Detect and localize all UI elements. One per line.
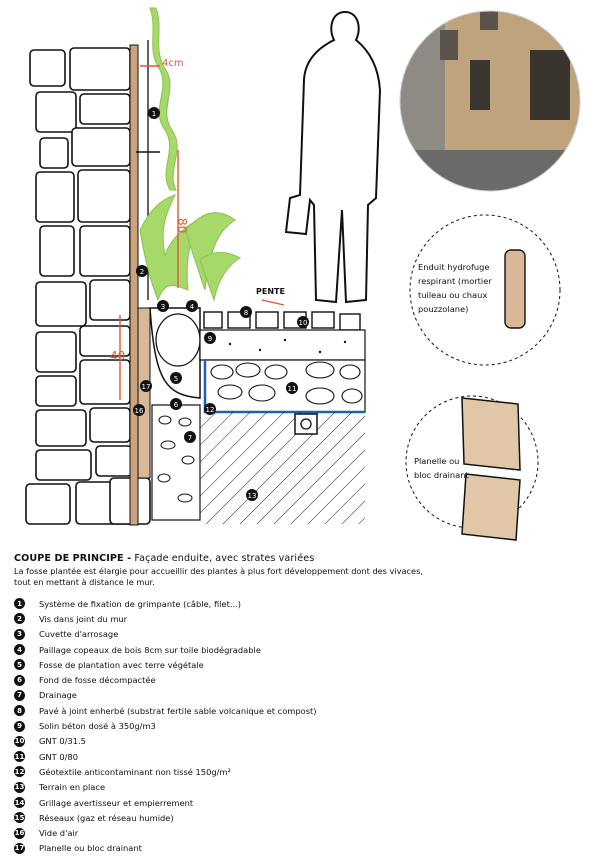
legend-number: 5	[14, 659, 25, 671]
legend-number: 13	[14, 781, 25, 793]
legend-item: 9 Solin béton dosé à 350g/m3	[14, 718, 574, 733]
legend-item: 5 Fosse de plantation avec terre végétale	[14, 657, 574, 672]
legend-number: 7	[14, 689, 25, 701]
render-detail-circle	[409, 214, 561, 366]
caption: COUPE DE PRINCIPE - Façade enduite, avec…	[14, 553, 594, 588]
planelle-block	[461, 397, 521, 471]
drainage-plank	[137, 307, 151, 479]
drainage-block	[461, 473, 521, 541]
legend-number: 6	[14, 674, 25, 686]
render-detail-text: Enduit hydrofuge respirant (mortier tuil…	[418, 262, 492, 314]
native-soil	[200, 412, 365, 524]
legend-text: Vis dans joint du mur	[39, 613, 128, 624]
legend-item: 14 Grillage avertisseur et empierrement	[14, 795, 574, 810]
legend-number: 9	[14, 720, 25, 732]
stone-wall	[25, 47, 151, 525]
legend-item: 4 Paillage copeaux de bois 8cm sur toile …	[14, 642, 574, 657]
render-sample	[504, 249, 526, 329]
legend-number: 8	[14, 705, 25, 717]
legend-text: Géotextile anticontaminant non tissé 150…	[39, 766, 231, 777]
climbing-plant	[139, 7, 242, 302]
legend-text: Fond de fosse décompactée	[39, 675, 156, 686]
legend-text: Planelle ou bloc drainant	[39, 843, 142, 854]
legend-item: 1 Système de fixation de grimpante (câble…	[14, 596, 574, 611]
legend-text: Paillage copeaux de bois 8cm sur toile b…	[39, 644, 261, 655]
legend-text: Pavé à joint enherbé (substrat fertile s…	[39, 705, 317, 716]
legend-item: 12 Géotextile anticontaminant non tissé 1…	[14, 764, 574, 779]
gnt-0-31	[199, 329, 366, 361]
svg-text:3: 3	[161, 303, 165, 311]
legend-text: Solin béton dosé à 350g/m3	[39, 721, 156, 732]
dimension-lines	[119, 65, 285, 400]
svg-text:2: 2	[140, 268, 144, 276]
legend-item: 17 Planelle ou bloc drainant	[14, 841, 574, 856]
dim-plant-label: 80	[175, 218, 189, 233]
drawing-markers: 1 2 3 4 5 6 7 8 9 10 11 12 13 16 17	[133, 107, 309, 501]
legend-text: GNT 0/31.5	[39, 736, 86, 747]
legend-number: 3	[14, 628, 25, 640]
wall-render	[129, 44, 139, 526]
legend-text: Réseaux (gaz et réseau humide)	[39, 812, 174, 823]
legend-item: 10 GNT 0/31.5	[14, 734, 574, 749]
legend-item: 6 Fond de fosse décompactée	[14, 672, 574, 687]
dim-pit-label: 40	[110, 349, 125, 363]
planelle-detail-text: Planelle ou bloc drainant	[414, 456, 469, 480]
legend-item: 8 Pavé à joint enherbé (substrat fertile …	[14, 703, 574, 718]
legend-number: 10	[14, 735, 25, 747]
svg-text:11: 11	[288, 385, 297, 393]
slope-label: PENTE	[256, 287, 285, 296]
legend-text: Grillage avertisseur et empierrement	[39, 797, 194, 808]
legend-number: 12	[14, 766, 25, 778]
svg-text:7: 7	[188, 434, 192, 442]
legend-number: 2	[14, 613, 25, 625]
legend-number: 16	[14, 827, 25, 839]
svg-text:9: 9	[208, 335, 212, 343]
legend-item: 7 Drainage	[14, 688, 574, 703]
svg-text:6: 6	[174, 401, 179, 409]
legend-text: Fosse de plantation avec terre végétale	[39, 659, 204, 670]
svg-text:17: 17	[142, 383, 151, 391]
svg-text:16: 16	[135, 407, 144, 415]
legend-text: Terrain en place	[39, 782, 106, 793]
dim-top-label: 4cm	[162, 58, 184, 69]
legend-item: 11 GNT 0/80	[14, 749, 574, 764]
svg-text:4: 4	[190, 303, 195, 311]
legend-item: 16 Vide d'air	[14, 825, 574, 840]
svg-text:10: 10	[299, 319, 308, 327]
legend-text: Cuvette d'arrosage	[39, 629, 119, 640]
section-drawing: 4cm 80 40 PENTE 1 2 3 4 5 6 7 8 9 10 11 …	[25, 7, 581, 541]
svg-text:1: 1	[152, 110, 156, 118]
legend-number: 17	[14, 842, 25, 854]
legend-number: 11	[14, 751, 25, 763]
legend-text: Drainage	[39, 690, 77, 701]
legend-item: 15 Réseaux (gaz et réseau humide)	[14, 810, 574, 825]
legend-text: GNT 0/80	[39, 751, 78, 762]
caption-title: COUPE DE PRINCIPE - Façade enduite, avec…	[14, 553, 315, 564]
legend-text: Vide d'air	[39, 828, 79, 839]
paving	[203, 311, 361, 331]
legend: 1 Système de fixation de grimpante (câble…	[14, 596, 574, 856]
street-photo	[400, 11, 580, 191]
person-silhouette	[284, 10, 382, 304]
legend-number: 1	[14, 598, 25, 610]
svg-text:12: 12	[206, 406, 215, 414]
legend-item: 2 Vis dans joint du mur	[14, 611, 574, 626]
caption-description: La fosse plantée est élargie pour accuei…	[14, 566, 423, 587]
svg-text:8: 8	[244, 309, 248, 317]
legend-text: Système de fixation de grimpante (câble,…	[39, 598, 241, 609]
legend-number: 4	[14, 644, 25, 656]
legend-item: 13 Terrain en place	[14, 780, 574, 795]
svg-text:5: 5	[174, 375, 178, 383]
legend-item: 3 Cuvette d'arrosage	[14, 627, 574, 642]
legend-number: 14	[14, 797, 25, 808]
svg-text:13: 13	[248, 492, 257, 500]
legend-number: 15	[14, 812, 25, 824]
